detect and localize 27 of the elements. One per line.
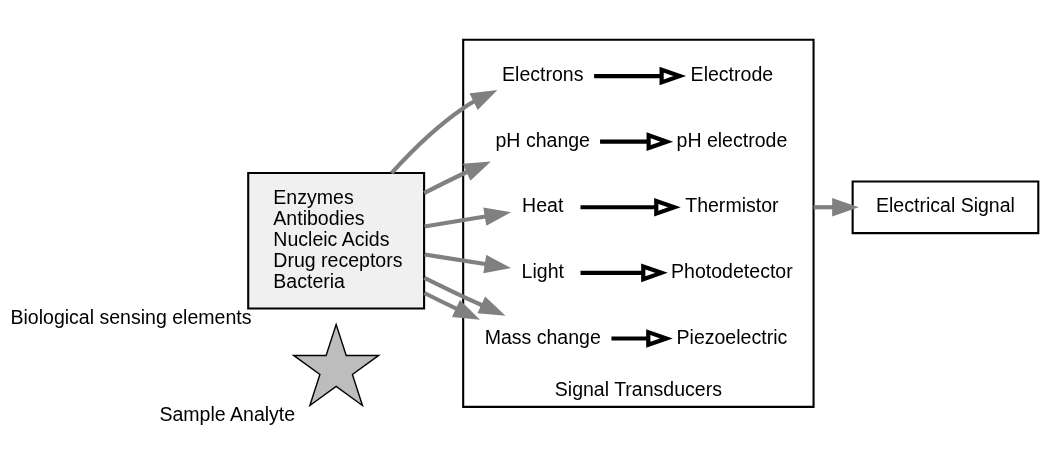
arrow bbox=[611, 329, 673, 348]
node-text: Electrode bbox=[690, 63, 774, 86]
node-label: Sample Analyte bbox=[159, 403, 296, 426]
node-label: Signal Transducers bbox=[554, 377, 722, 400]
node-text: Piezoelectric bbox=[676, 325, 788, 348]
node-text: Electrons bbox=[502, 63, 584, 86]
node-text: Photodetector bbox=[671, 260, 793, 283]
node-box: Electrical Signal bbox=[851, 180, 1040, 235]
arrow bbox=[423, 291, 480, 320]
node-box: Enzymes Antibodies Nucleic Acids Drug receptors Bacteria bbox=[247, 172, 426, 310]
node-text: pH electrode bbox=[676, 128, 788, 151]
node-text: pH change bbox=[495, 128, 590, 151]
arrow bbox=[423, 275, 506, 316]
node-text: Mass change bbox=[484, 325, 601, 348]
arrow bbox=[424, 252, 512, 274]
node-picture bbox=[291, 322, 381, 408]
arrow bbox=[813, 197, 859, 217]
arrow bbox=[423, 161, 491, 195]
arrow bbox=[594, 66, 687, 86]
node-text: Light bbox=[521, 260, 564, 283]
arrow bbox=[580, 263, 668, 283]
node-text: Heat bbox=[522, 194, 564, 217]
arrow bbox=[580, 197, 681, 217]
arrow bbox=[389, 89, 498, 175]
arrow bbox=[600, 132, 674, 151]
node-text: Thermistor bbox=[685, 194, 779, 217]
arrow bbox=[424, 207, 512, 229]
